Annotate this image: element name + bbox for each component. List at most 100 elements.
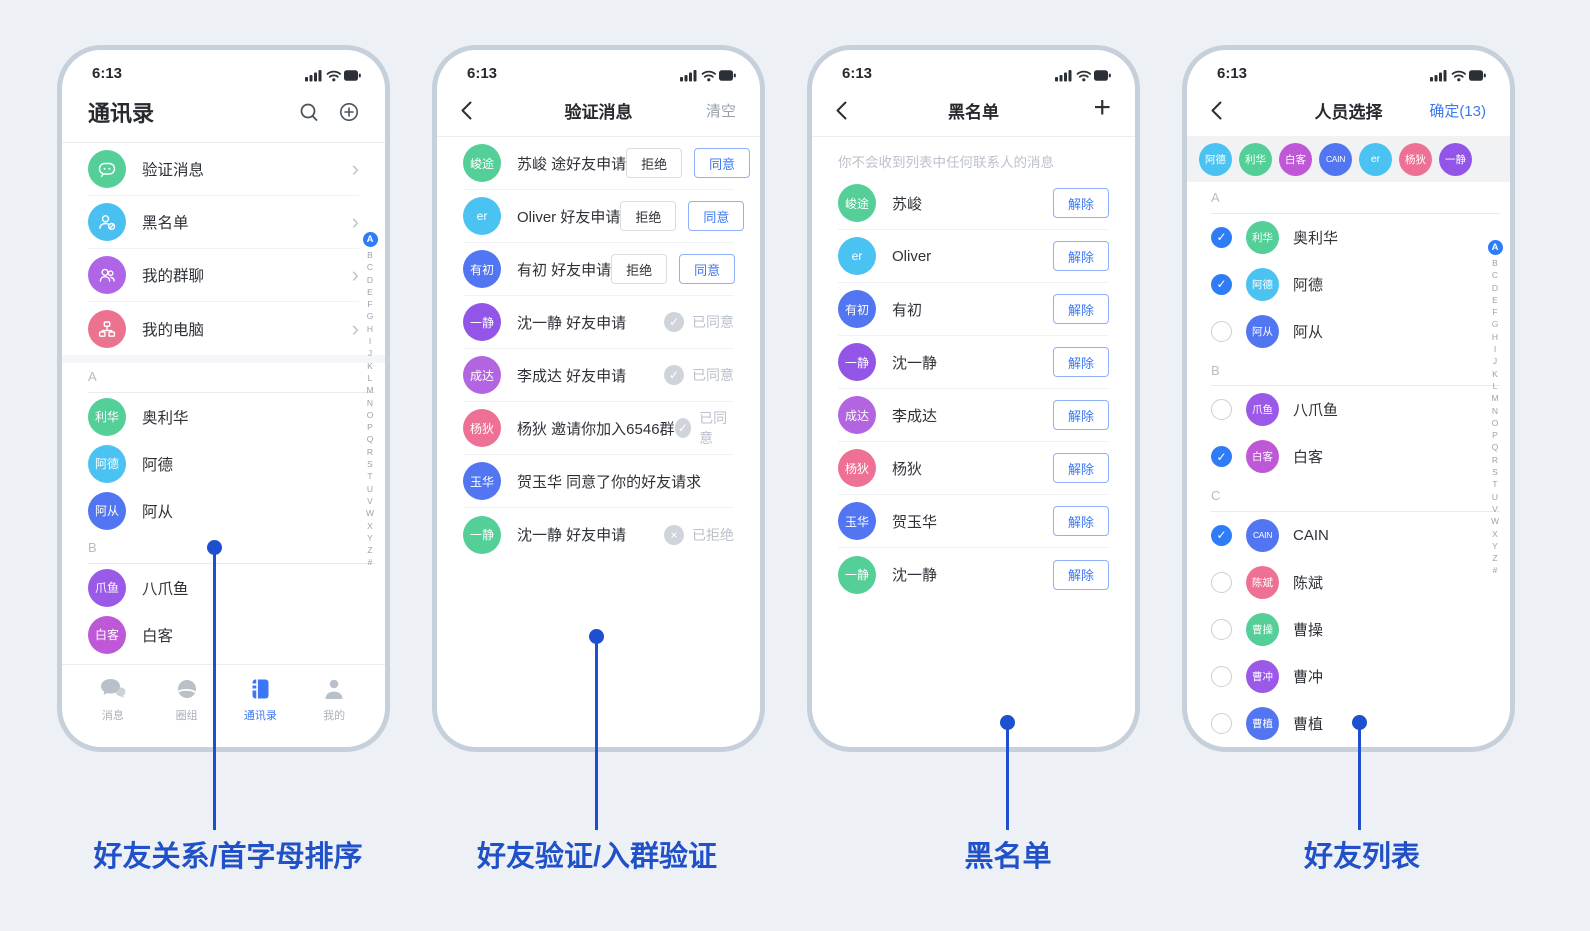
checkbox-unchecked[interactable] — [1211, 618, 1232, 640]
menu-label: 验证消息 — [142, 162, 205, 179]
verify-row[interactable]: 一静 沈一静 好友申请 ×已拒绝 — [463, 508, 734, 561]
verify-row[interactable]: 玉华 贺玉华 同意了你的好友请求 — [463, 455, 734, 508]
menu-item-my-computer[interactable]: 我的电脑 › — [88, 302, 359, 355]
checkbox-checked[interactable]: ✓ — [1211, 226, 1232, 248]
chat-verify-icon — [88, 150, 126, 188]
remove-button[interactable]: 解除 — [1053, 188, 1109, 218]
blacklist-row[interactable]: 一静 沈一静 解除 — [838, 336, 1109, 389]
remove-button[interactable]: 解除 — [1053, 294, 1109, 324]
verify-row[interactable]: 有初 有初 好友申请 拒绝 同意 — [463, 243, 736, 296]
blacklist-row[interactable]: 有初 有初 解除 — [838, 283, 1109, 336]
accept-button[interactable]: 同意 — [679, 254, 736, 284]
pick-row[interactable]: 曹冲 曹冲 — [1211, 653, 1486, 700]
accept-button[interactable]: 同意 — [694, 148, 751, 178]
checkbox-checked[interactable]: ✓ — [1211, 446, 1232, 468]
menu-item-my-groups[interactable]: 我的群聊 › — [88, 249, 359, 302]
verify-row[interactable]: 峻途 苏峻 途好友申请 拒绝 同意 — [463, 137, 751, 190]
selected-avatar[interactable]: 阿德 — [1199, 142, 1232, 176]
tab-contacts[interactable]: 通讯录 — [224, 678, 298, 723]
blacklist-row[interactable]: 成达 李成达 解除 — [838, 389, 1109, 442]
contact-row[interactable]: 阿从 阿从 — [88, 487, 359, 534]
selected-avatar[interactable]: 杨狄 — [1399, 142, 1432, 176]
contact-name: 奥利华 — [142, 409, 189, 427]
pick-row[interactable]: 爪鱼 八爪鱼 — [1211, 386, 1486, 433]
verify-text: 有初 好友申请 — [517, 261, 612, 279]
alphabet-index[interactable]: A B C D E F G H I J K L M N O P Q R S T … — [1487, 240, 1503, 577]
add-icon[interactable] — [339, 102, 359, 122]
caption-friend-list: 好友列表 — [1303, 841, 1421, 873]
verify-row[interactable]: 成达 李成达 好友申请 ✓已同意 — [463, 349, 734, 402]
avatar: er — [838, 237, 876, 275]
remove-button[interactable]: 解除 — [1053, 241, 1109, 271]
pick-row[interactable]: ✓ 白客 白客 — [1211, 433, 1486, 480]
verify-row[interactable]: er Oliver 好友申请 拒绝 同意 — [463, 190, 745, 243]
contact-row[interactable]: 阿德 阿德 — [88, 440, 359, 487]
checkbox-unchecked[interactable] — [1211, 320, 1232, 342]
pick-row[interactable]: ✓ 阿德 阿德 — [1211, 261, 1486, 308]
selected-avatar[interactable]: 一静 — [1439, 142, 1472, 176]
back-icon[interactable] — [836, 101, 847, 120]
avatar: 杨狄 — [463, 409, 501, 447]
callout-line — [1006, 723, 1009, 830]
blacklist-row[interactable]: 一静 沈一静 解除 — [838, 548, 1109, 601]
menu-label: 黑名单 — [142, 215, 189, 232]
remove-button[interactable]: 解除 — [1053, 400, 1109, 430]
checkbox-unchecked[interactable] — [1211, 712, 1232, 734]
contact-name: Oliver — [892, 247, 932, 265]
selected-avatar[interactable]: CAIN — [1319, 142, 1352, 176]
address-book-icon — [249, 678, 271, 700]
verify-text: 苏峻 途好友申请 — [517, 155, 627, 173]
contact-row[interactable]: 爪鱼 八爪鱼 — [88, 564, 359, 611]
checkbox-checked[interactable]: ✓ — [1211, 273, 1232, 295]
verify-row[interactable]: 杨狄 杨狄 邀请你加入6546群 ✓已同意 — [463, 402, 734, 455]
back-icon[interactable] — [461, 101, 472, 120]
checkbox-unchecked[interactable] — [1211, 571, 1232, 593]
pick-row[interactable]: ✓ CAIN CAIN — [1211, 512, 1486, 559]
tab-circle-groups[interactable]: 圈组 — [150, 678, 224, 723]
confirm-button[interactable]: 确定(13) — [1429, 102, 1486, 120]
remove-button[interactable]: 解除 — [1053, 559, 1109, 590]
reject-button[interactable]: 拒绝 — [620, 201, 677, 231]
page-title: 通讯录 — [88, 101, 155, 126]
remove-button[interactable]: 解除 — [1053, 453, 1109, 483]
status-icons — [680, 69, 736, 82]
avatar: 曹操 — [1246, 612, 1279, 646]
selected-avatar[interactable]: 利华 — [1239, 142, 1272, 176]
clear-button[interactable]: 清空 — [705, 102, 736, 120]
contact-name: 奥利华 — [1293, 229, 1339, 247]
pick-row[interactable]: 陈斌 陈斌 — [1211, 559, 1486, 606]
checkbox-checked[interactable]: ✓ — [1211, 524, 1232, 546]
remove-button[interactable]: 解除 — [1053, 506, 1109, 536]
menu-item-verify-messages[interactable]: 验证消息 › — [88, 143, 359, 196]
status-time: 6:13 — [1217, 65, 1248, 82]
avatar: 玉华 — [463, 462, 501, 500]
tab-me[interactable]: 我的 — [297, 678, 371, 723]
alphabet-index[interactable]: A B C D E F G H I J K L M N O P Q R S T … — [362, 232, 378, 569]
pick-row[interactable]: 阿从 阿从 — [1211, 308, 1486, 355]
accept-button[interactable]: 同意 — [688, 201, 745, 231]
verify-row[interactable]: 一静 沈一静 好友申请 ✓已同意 — [463, 296, 734, 349]
add-to-blacklist-button[interactable]: + — [1093, 91, 1111, 124]
blacklist-row[interactable]: 峻途 苏峻 解除 — [838, 177, 1109, 230]
search-icon[interactable] — [299, 102, 319, 122]
remove-button[interactable]: 解除 — [1053, 347, 1109, 377]
checkbox-unchecked[interactable] — [1211, 665, 1232, 687]
checkbox-unchecked[interactable] — [1211, 399, 1232, 421]
pick-row[interactable]: 曹植 曹植 — [1211, 700, 1486, 747]
reject-button[interactable]: 拒绝 — [626, 148, 683, 178]
contact-row[interactable]: 白客 白客 — [88, 611, 359, 658]
menu-item-blacklist[interactable]: 黑名单 › — [88, 196, 359, 249]
tab-messages[interactable]: 消息 — [76, 678, 150, 723]
section-header-a: A — [1211, 182, 1500, 214]
reject-button[interactable]: 拒绝 — [611, 254, 668, 284]
contact-row[interactable]: 利华 奥利华 — [88, 393, 359, 440]
blacklist-row[interactable]: 玉华 贺玉华 解除 — [838, 495, 1109, 548]
blacklist-row[interactable]: 杨狄 杨狄 解除 — [838, 442, 1109, 495]
blacklist-row[interactable]: er Oliver 解除 — [838, 230, 1109, 283]
back-icon[interactable] — [1211, 101, 1222, 120]
selected-avatar[interactable]: er — [1359, 142, 1392, 176]
pick-row[interactable]: 曹操 曹操 — [1211, 606, 1486, 653]
selected-avatar[interactable]: 白客 — [1279, 142, 1312, 176]
pick-row[interactable]: ✓ 利华 奥利华 — [1211, 214, 1486, 261]
page-title: 验证消息 — [564, 102, 633, 122]
